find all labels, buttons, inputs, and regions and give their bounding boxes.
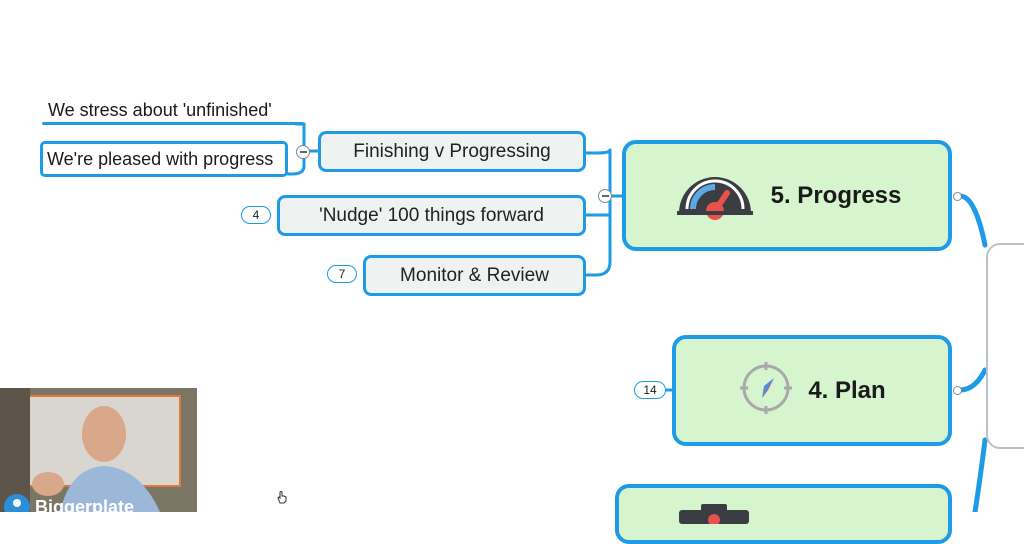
central-node-partial[interactable] <box>986 243 1024 449</box>
leaf-pleased[interactable]: We're pleased with progress <box>40 141 288 177</box>
leaf-unfinished[interactable]: We stress about 'unfinished' <box>48 100 272 120</box>
camera-icon <box>679 504 749 529</box>
gauge-icon <box>673 165 757 226</box>
collapse-toggle-finishing[interactable] <box>296 145 310 159</box>
compass-icon <box>738 360 794 421</box>
mind-map-canvas: We stress about 'unfinished' We're pleas… <box>0 0 1024 512</box>
leaf-underline <box>42 122 304 125</box>
mainnode-plan-label: 4. Plan <box>808 376 886 404</box>
mainnode-progress[interactable]: 5. Progress <box>622 140 952 251</box>
mainnode-progress-label: 5. Progress <box>770 181 902 209</box>
subnode-nudge[interactable]: 'Nudge' 100 things forward <box>277 195 586 236</box>
badge-plan-count[interactable]: 14 <box>634 381 666 399</box>
brand-label: Biggerplate <box>35 496 135 513</box>
brand-logo-icon <box>4 494 30 512</box>
badge-nudge-count[interactable]: 4 <box>241 206 271 224</box>
badge-monitor-count[interactable]: 7 <box>327 265 357 283</box>
hand-cursor-icon <box>276 490 288 509</box>
connector-dot-plan <box>953 386 962 395</box>
webcam-presenter-image <box>0 388 197 512</box>
mainnode-plan[interactable]: 4. Plan <box>672 335 952 446</box>
brand-watermark: Biggerplate <box>4 494 134 512</box>
collapse-toggle-progress[interactable] <box>598 189 612 203</box>
subnode-finishing[interactable]: Finishing v Progressing <box>318 131 586 172</box>
mainnode-partial[interactable] <box>615 484 952 544</box>
subnode-monitor[interactable]: Monitor & Review <box>363 255 586 296</box>
webcam-overlay: Biggerplate <box>0 388 197 512</box>
connector-dot-progress <box>953 192 962 201</box>
